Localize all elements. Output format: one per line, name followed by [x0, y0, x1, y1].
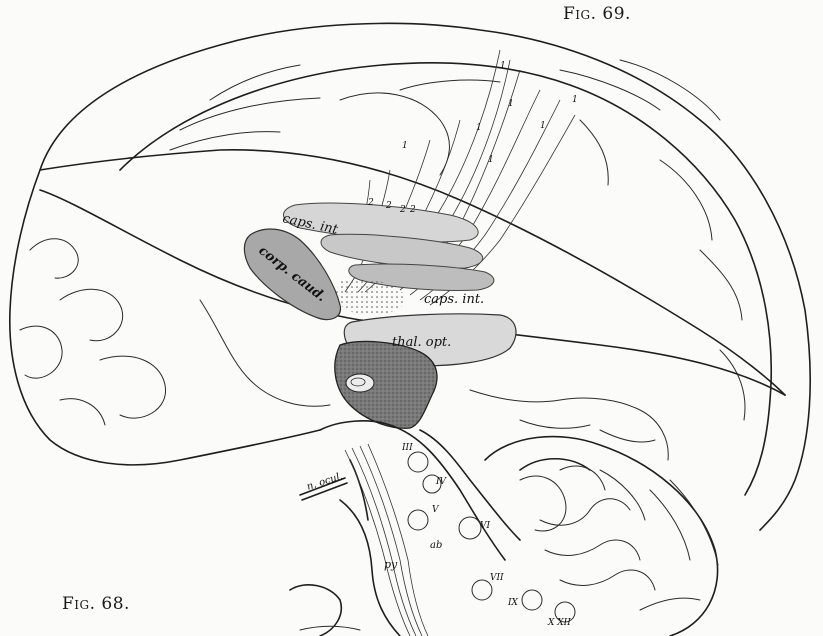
label-ab: ab [430, 540, 442, 551]
pyramidal-tract [345, 444, 428, 636]
fiber-number-marks: 2 2 2 2 1 1 1 1 1 1 1 [367, 61, 578, 215]
cerebellum-folia [520, 466, 718, 610]
label-nerve-vi: VI [480, 521, 490, 531]
pituitary-region [290, 585, 341, 636]
fiber-mark-3: 2 [399, 205, 406, 215]
fiber-mark-6: 1 [500, 61, 506, 71]
label-caps-int-lower: caps. int. [424, 292, 484, 307]
figure-caption-69: Fig. 69. [563, 4, 631, 24]
label-nerve-iv: IV [435, 477, 448, 487]
fiber-mark-9: 1 [540, 121, 546, 131]
frontal-gyri [20, 239, 166, 425]
fiber-mark-2: 2 [385, 201, 392, 211]
label-thal-opt: thal. opt. [392, 335, 451, 350]
label-py: py [384, 558, 398, 571]
aqueduct [346, 374, 374, 392]
fiber-mark-7: 1 [508, 99, 514, 109]
label-n-ocul: n. ocul. [306, 471, 345, 493]
fiber-mark-4: 2 [409, 205, 416, 215]
figure-caption-68: Fig. 68. [62, 594, 130, 614]
cranial-nerve-nuclei [408, 452, 575, 622]
label-nerve-iii: III [401, 443, 413, 453]
fiber-mark-10: 1 [572, 95, 578, 105]
fiber-mark-11: 1 [488, 155, 494, 165]
label-nerve-v: V [432, 505, 440, 515]
label-nerve-x-xii: X XII [547, 618, 571, 628]
fiber-mark-8: 1 [476, 123, 482, 133]
label-nerve-vii: VII [490, 573, 504, 583]
label-nerve-ix: IX [507, 598, 519, 608]
fiber-mark-5: 1 [402, 141, 408, 151]
fiber-mark-1: 2 [367, 198, 374, 208]
